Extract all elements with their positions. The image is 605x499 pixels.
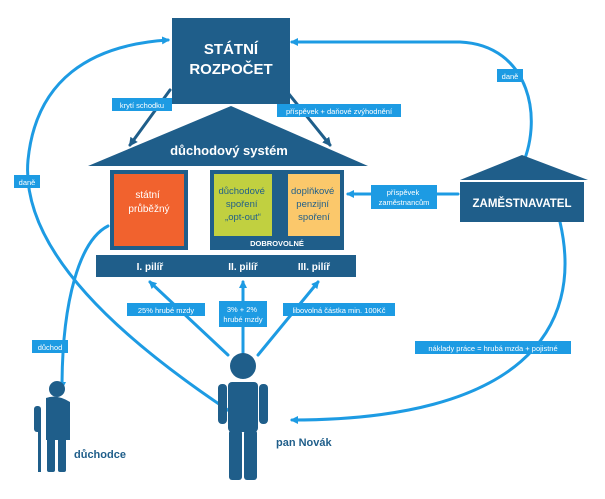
- pillar2-box: [214, 174, 272, 236]
- svg-text:příspěvek + daňové zvýhodnění: příspěvek + daňové zvýhodnění: [286, 107, 393, 116]
- system-roof: [88, 106, 368, 166]
- pillar-label-2: II. pilíř: [228, 262, 258, 273]
- svg-text:libovolná částka min. 100Kč: libovolná částka min. 100Kč: [293, 306, 386, 315]
- novak-figure: [218, 353, 268, 480]
- label-gross3: 3% + 2% hrubé mzdy: [219, 301, 267, 327]
- pillar2-line2: spoření: [226, 199, 258, 210]
- label-any-amount: libovolná částka min. 100Kč: [283, 303, 395, 316]
- pillar2-line3: „opt-out“: [225, 212, 261, 223]
- pillar1-line2: průběžný: [128, 203, 169, 215]
- label-gross25: 25% hrubé mzdy: [127, 303, 205, 316]
- tax-right-arrow: [290, 38, 533, 172]
- svg-text:doplňkové penzijní: doplňkové penzijní spoření: [291, 186, 337, 223]
- retiree-label: důchodce: [74, 449, 126, 461]
- voluntary-label: DOBROVOLNÉ: [250, 239, 304, 248]
- svg-text:příspěvek zaměstnancům: příspěvek zaměstnancům: [379, 188, 430, 207]
- svg-text:náklady práce = hrubá mzda + p: náklady práce = hrubá mzda + pojistné: [428, 344, 557, 353]
- system-title: důchodový systém: [170, 143, 288, 158]
- novak-to-pillar1-arrow: [148, 280, 230, 357]
- pillar2-line1: důchodové: [218, 186, 264, 197]
- budget-line1: STÁTNÍ: [204, 41, 259, 58]
- pension-arrow: [58, 224, 110, 390]
- svg-text:daně: daně: [19, 178, 36, 187]
- budget-line2: ROZPOČET: [189, 60, 272, 78]
- pillars-base: [96, 255, 356, 277]
- label-deficit: krytí schodku: [112, 98, 172, 111]
- pillar-label-1: I. pilíř: [137, 262, 164, 273]
- svg-text:25% hrubé mzdy: 25% hrubé mzdy: [138, 306, 195, 315]
- svg-text:krytí schodku: krytí schodku: [120, 101, 164, 110]
- pillar-label-3: III. pilíř: [298, 262, 330, 273]
- svg-text:3% + 2% hrubé mzdy: 3% + 2% hrubé mzdy: [223, 305, 262, 324]
- svg-text:důchod: důchod: [38, 343, 63, 352]
- pillar1-line1: státní: [135, 190, 160, 201]
- labor-cost-arrow: [290, 220, 567, 424]
- label-pension: důchod: [32, 340, 68, 353]
- pension-system-building: důchodový systém státní průběžný důchodo…: [88, 106, 368, 277]
- novak-label: pan Novák: [276, 437, 333, 449]
- pillar3-line2: penzijní: [296, 199, 329, 210]
- pillar3-box: [288, 174, 340, 236]
- svg-text:daně: daně: [502, 72, 519, 81]
- state-budget-box: STÁTNÍ ROZPOČET: [172, 18, 290, 104]
- label-contribution: příspěvek + daňové zvýhodnění: [277, 104, 401, 117]
- label-labor-cost: náklady práce = hrubá mzda + pojistné: [415, 341, 571, 354]
- employer-label: ZAMĚSTNAVATEL: [472, 197, 571, 210]
- label-tax-left: daně: [14, 175, 40, 188]
- svg-text:státní průběžný: státní průběžný: [128, 190, 169, 215]
- employer-building: ZAMĚSTNAVATEL: [460, 155, 588, 222]
- pillar3-line3: spoření: [298, 212, 330, 223]
- novak-to-pillar3-arrow: [256, 280, 320, 357]
- retiree-figure: [34, 381, 70, 472]
- label-tax-right: daně: [497, 69, 523, 82]
- pillar3-line1: doplňkové: [291, 186, 334, 197]
- svg-text:důchodové spoření: důchodové spoření „opt-out“: [218, 186, 267, 223]
- label-employer-contribution: příspěvek zaměstnancům: [371, 185, 437, 209]
